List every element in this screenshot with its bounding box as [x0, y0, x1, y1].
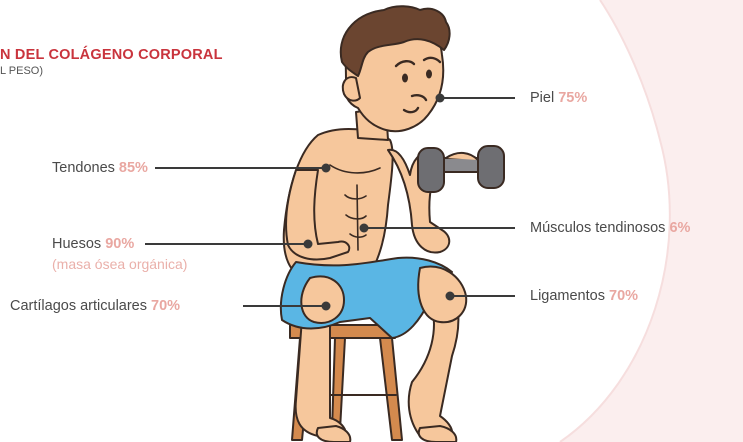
label-huesos-note: (masa ósea orgánica) [52, 256, 187, 272]
label-cartilagos-name: Cartílagos articulares [10, 298, 147, 314]
label-tendones: Tendones 85% [52, 160, 148, 176]
label-musculos-value: 6% [669, 220, 690, 236]
label-tendones-value: 85% [119, 160, 148, 176]
label-musculos: Músculos tendinosos 6% [530, 220, 690, 236]
label-huesos-value: 90% [105, 236, 134, 252]
label-huesos: Huesos 90% [52, 236, 134, 252]
label-musculos-name: Músculos tendinosos [530, 220, 665, 236]
ligamentos-anchor-dot [446, 292, 455, 301]
cartilagos-anchor-dot [322, 302, 331, 311]
label-cartilagos: Cartílagos articulares 70% [10, 298, 180, 314]
label-tendones-name: Tendones [52, 160, 115, 176]
label-huesos-name: Huesos [52, 236, 101, 252]
label-piel-value: 75% [558, 90, 587, 106]
label-piel: Piel 75% [530, 90, 587, 106]
label-ligamentos-name: Ligamentos [530, 288, 605, 304]
huesos-anchor-dot [304, 240, 313, 249]
label-ligamentos: Ligamentos 70% [530, 288, 638, 304]
label-ligamentos-value: 70% [609, 288, 638, 304]
musculos-anchor-dot [360, 224, 369, 233]
piel-anchor-dot [436, 94, 445, 103]
tendones-anchor-dot [322, 164, 331, 173]
label-piel-name: Piel [530, 90, 554, 106]
label-cartilagos-value: 70% [151, 298, 180, 314]
